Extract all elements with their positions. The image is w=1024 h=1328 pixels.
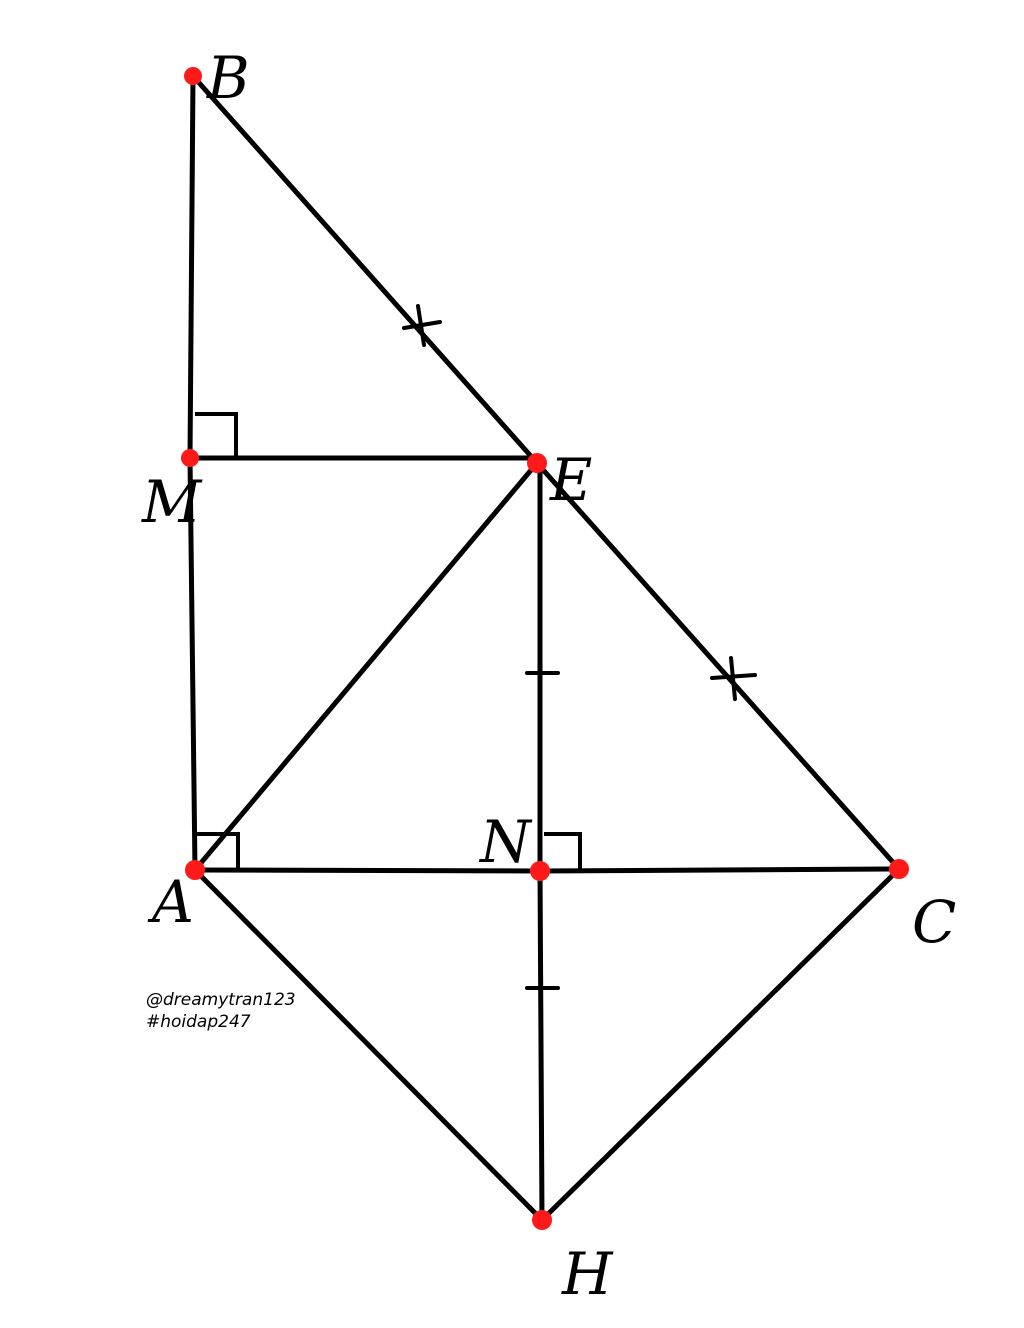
label-e: E bbox=[549, 446, 592, 514]
label-c: C bbox=[912, 888, 956, 956]
point-h bbox=[532, 1210, 552, 1230]
point-c bbox=[889, 859, 909, 879]
point-b bbox=[184, 67, 202, 85]
label-a: A bbox=[147, 868, 194, 936]
credit-line-2: #hoidap247 bbox=[146, 1012, 251, 1032]
segment-bm bbox=[187, 73, 196, 461]
label-m: M bbox=[141, 468, 203, 536]
segment-an bbox=[192, 867, 543, 874]
point-e bbox=[527, 453, 547, 473]
segment-be bbox=[190, 73, 540, 466]
point-m bbox=[181, 449, 199, 467]
point-a bbox=[185, 860, 205, 880]
point-n bbox=[530, 861, 550, 881]
label-h: H bbox=[561, 1240, 614, 1308]
cross-mark-be bbox=[402, 304, 442, 347]
segment-ma bbox=[187, 455, 198, 873]
segment-ec bbox=[534, 460, 902, 872]
segment-nc bbox=[537, 866, 902, 874]
right-angle-mark-n bbox=[544, 832, 582, 869]
cross-mark-ec bbox=[710, 656, 757, 701]
label-n: N bbox=[478, 808, 533, 876]
segment-nh bbox=[537, 868, 545, 1223]
label-b: B bbox=[206, 44, 250, 112]
segment-ch bbox=[539, 866, 902, 1223]
credit-line-1: @dreamytran123 bbox=[146, 990, 296, 1010]
segment-ah bbox=[192, 867, 545, 1223]
right-angle-mark-m bbox=[195, 412, 238, 456]
segment-ae bbox=[192, 460, 540, 873]
right-angle-mark-a bbox=[197, 832, 240, 868]
